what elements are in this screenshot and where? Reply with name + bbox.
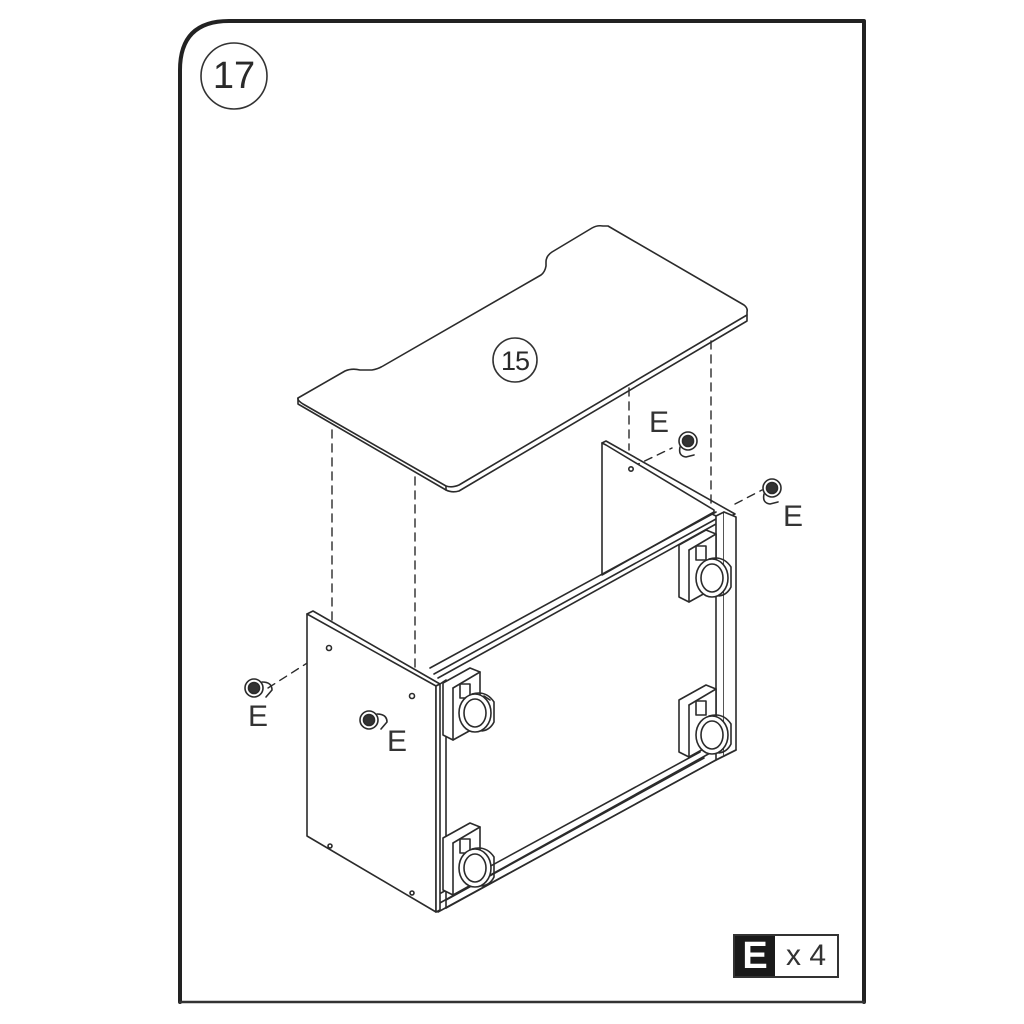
caster-back-top (678, 529, 732, 603)
caster-front-bottom (442, 822, 495, 896)
bottom-frame (437, 749, 737, 913)
cam-lock-icon-center-front (359, 710, 388, 730)
desktop-panel-15 (297, 224, 748, 493)
part-15-circle (492, 337, 538, 383)
caster-back-bottom (678, 684, 732, 758)
fastener-quantity-box: E x 4 (733, 934, 839, 978)
fastener-label-left-front: E (248, 700, 269, 733)
part-number-desktop: 15 (500, 346, 530, 376)
left-side-panel (306, 610, 441, 913)
step-number-circle (200, 42, 268, 110)
step-frame (178, 19, 866, 1004)
caster-front-top (442, 667, 495, 741)
cam-lock-icon-right-back (762, 478, 782, 505)
fastener-label-right-back: E (783, 500, 804, 533)
fastener-count: x 4 (785, 939, 827, 972)
back-rail (429, 511, 717, 679)
cam-lock-icon-top-back (678, 431, 698, 458)
fastener-code-badge: E (735, 935, 775, 977)
fastener-label-top-back: E (649, 406, 670, 439)
cam-lock-icon-left-front (244, 678, 273, 698)
fastener-label-center-front: E (387, 725, 408, 758)
step-number: 17 (212, 55, 256, 97)
